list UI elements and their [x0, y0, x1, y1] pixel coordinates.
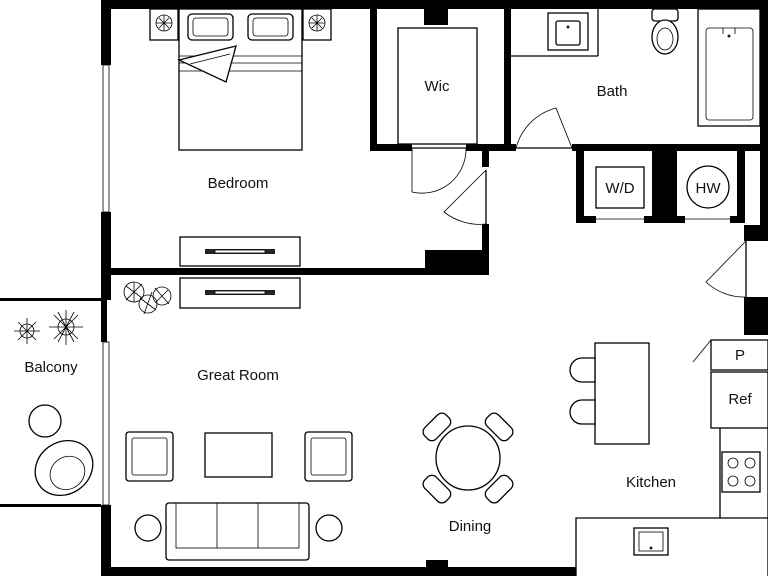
toilet-icon — [651, 8, 679, 55]
doors — [411, 107, 747, 298]
tv-console-icon — [179, 236, 301, 267]
water-heater: HW — [686, 165, 730, 209]
plant-icon — [14, 310, 83, 345]
nightstand-lamp-icon — [149, 8, 332, 41]
water-heater-label: HW — [696, 180, 722, 197]
room-label-bedroom: Bedroom — [208, 175, 269, 192]
sink-icon — [633, 527, 669, 556]
tv-console-icon — [179, 277, 301, 309]
side-table-icon — [134, 514, 343, 542]
washer-dryer-label: W/D — [605, 180, 634, 197]
counter — [575, 428, 768, 576]
room-label-bath: Bath — [597, 83, 628, 100]
refrigerator-label: Ref — [728, 391, 752, 408]
room-label-kitchen: Kitchen — [626, 474, 676, 491]
bed-icon — [177, 8, 303, 151]
lounge-chair-icon — [34, 439, 94, 497]
room-label-balcony: Balcony — [24, 359, 78, 376]
side-table-icon — [28, 404, 62, 438]
pantry: P — [692, 339, 768, 371]
room-label-dining: Dining — [449, 518, 492, 535]
washer-dryer: W/D — [595, 166, 645, 209]
room-label-great-room: Great Room — [197, 367, 279, 384]
bar-stool-icon — [569, 357, 596, 425]
closet-shelf — [397, 27, 478, 145]
dining-table-icon — [422, 412, 514, 504]
kitchen-island — [594, 342, 650, 445]
windows — [102, 64, 110, 506]
room-label-wic: Wic — [425, 78, 450, 95]
bathtub-icon — [697, 8, 761, 127]
armchair-icon — [125, 431, 353, 482]
stove-icon — [721, 451, 761, 493]
sink-icon — [511, 9, 599, 57]
refrigerator: Ref — [710, 371, 768, 429]
plant-icon — [123, 281, 172, 315]
pantry-label: P — [735, 347, 745, 364]
room-labels: Bedroom Wic Bath Great Room Balcony Dini… — [24, 78, 676, 535]
sofa-icon — [165, 502, 310, 561]
coffee-table-icon — [204, 432, 273, 478]
